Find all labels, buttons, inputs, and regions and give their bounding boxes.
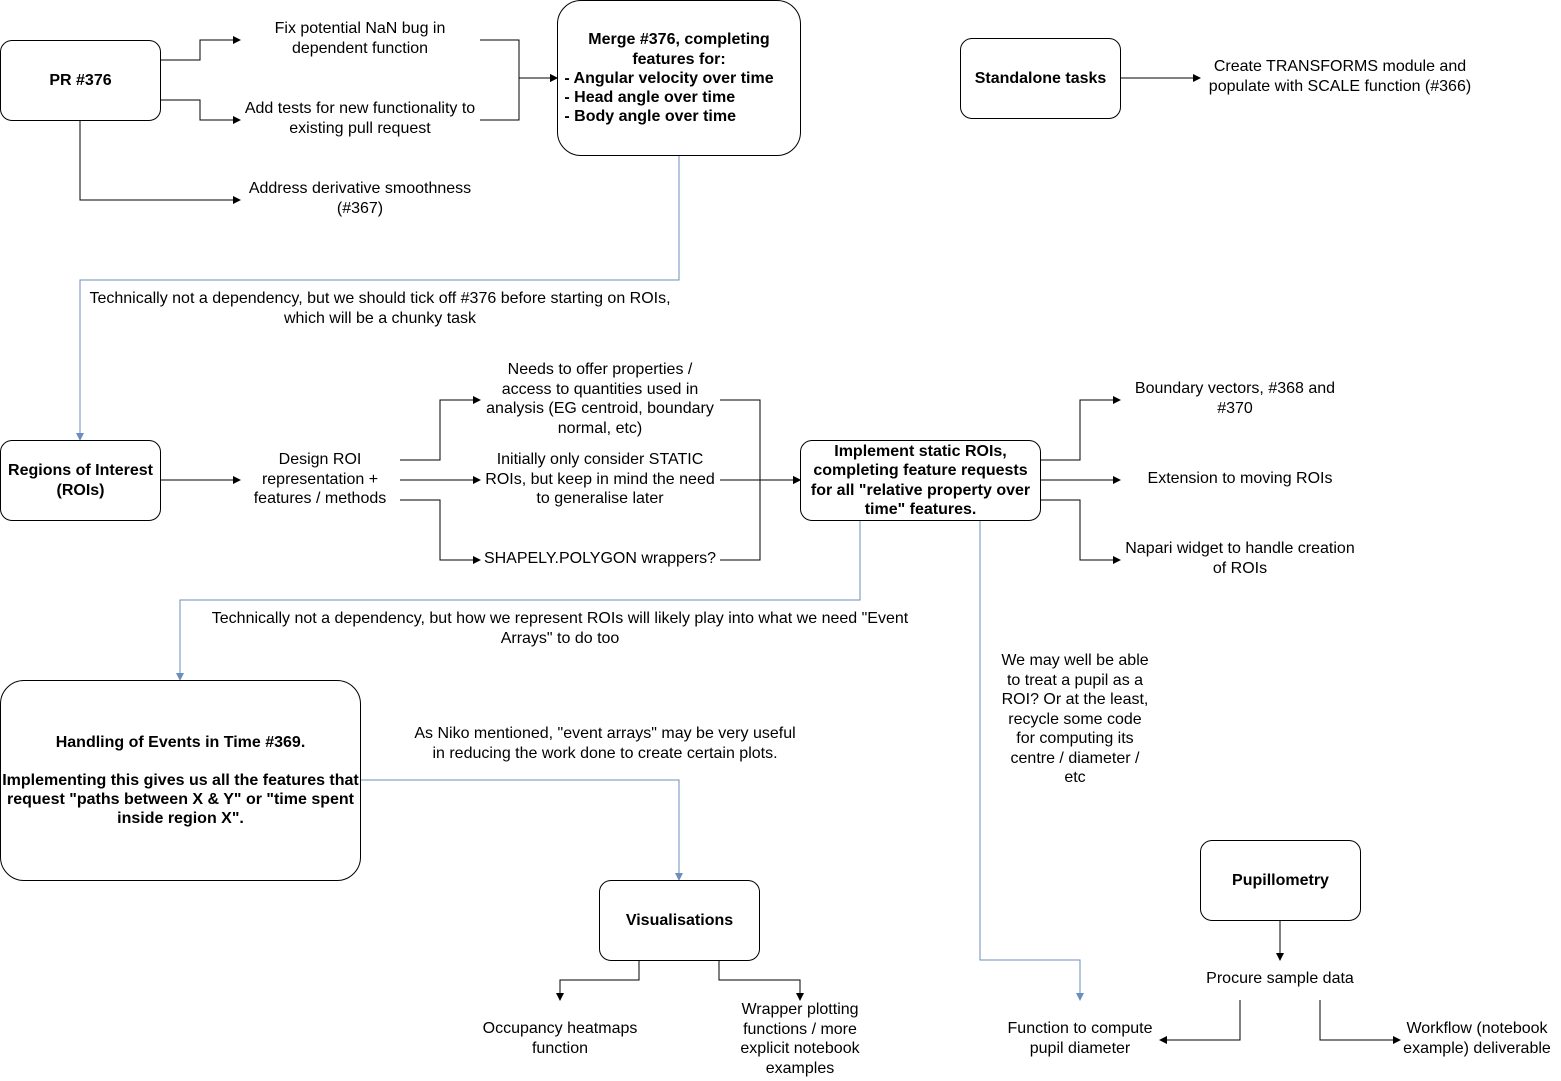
standalone-tasks-label: Standalone tasks <box>974 70 1107 87</box>
events-box: Handling of Events in Time #369. Impleme… <box>0 680 361 881</box>
edge-impl-to-pupilfunc <box>979 520 1084 1001</box>
merge-item: - Body angle over time <box>564 108 736 125</box>
note-events-dependency: Technically not a dependency, but how we… <box>211 610 909 647</box>
edge-impl-to-events <box>176 520 861 681</box>
edge-design-to-needs <box>400 396 481 461</box>
wrapper-plotting-label: Wrapper plotting functions / more explic… <box>740 1001 860 1077</box>
events-content: Handling of Events in Time #369. Impleme… <box>2 733 359 828</box>
edge-fix-to-merge <box>480 39 558 82</box>
napari-widget-label: Napari widget to handle creation of ROIs <box>1125 540 1355 577</box>
merge-item: - Head angle over time <box>564 89 736 106</box>
pr-376-box: PR #376 <box>0 40 161 121</box>
niko-note: As Niko mentioned, "event arrays" may be… <box>414 725 796 762</box>
edge-events-to-vis <box>360 779 683 881</box>
edge-pr-to-tests <box>160 99 241 124</box>
events-body: Implementing this gives us all the featu… <box>2 772 359 827</box>
pupil-diameter-function-label: Function to compute pupil diameter <box>1007 1020 1153 1057</box>
procure-sample-data-label: Procure sample data <box>1206 970 1354 987</box>
implement-static-rois-box: Implement static ROIs, completing featur… <box>800 440 1041 521</box>
edge-needs-to-impl <box>720 399 801 484</box>
edge-impl-to-napari <box>1040 499 1121 564</box>
rois-box: Regions of Interest (ROIs) <box>0 440 161 521</box>
fix-nan-label: Fix potential NaN bug in dependent funct… <box>274 20 446 57</box>
static-only-label: Initially only consider STATIC ROIs, but… <box>485 451 715 507</box>
edge-vis-to-occupancy <box>556 960 640 1001</box>
merge-item: - Angular velocity over time <box>564 70 774 87</box>
edge-procure-to-workflow <box>1319 1000 1401 1044</box>
merge-376-title: Merge #376, completing features for: <box>588 31 770 68</box>
rois-label: Regions of Interest (ROIs) <box>8 461 153 499</box>
add-tests-label: Add tests for new functionality to exist… <box>244 100 476 137</box>
design-roi-label: Design ROI representation + features / m… <box>253 451 387 507</box>
edge-impl-to-boundary <box>1040 396 1121 461</box>
edge-tests-to-merge <box>480 74 558 121</box>
moving-rois-label: Extension to moving ROIs <box>1147 470 1333 487</box>
transforms-label: Create TRANSFORMS module and populate wi… <box>1208 58 1472 95</box>
edge-merge-to-rois <box>76 155 680 441</box>
needs-properties-label: Needs to offer properties / access to qu… <box>486 361 714 437</box>
note-roi-dependency: Technically not a dependency, but we sho… <box>89 290 671 327</box>
address-derivative-label: Address derivative smoothness (#367) <box>248 180 472 217</box>
standalone-tasks-box: Standalone tasks <box>960 38 1121 119</box>
pupil-roi-note: We may well be able to treat a pupil as … <box>1001 652 1149 786</box>
visualisations-label: Visualisations <box>625 912 734 929</box>
edge-shapely-to-impl <box>720 476 801 561</box>
edge-pr-to-fix <box>160 36 241 61</box>
edge-design-to-shapely <box>400 499 481 564</box>
pr-376-label: PR #376 <box>49 72 112 89</box>
shapely-label: SHAPELY.POLYGON wrappers? <box>483 550 717 567</box>
pupillometry-label: Pupillometry <box>1232 872 1329 889</box>
edge-procure-to-func <box>1159 1000 1241 1044</box>
edge-vis-to-wrapper <box>718 960 804 1001</box>
merge-376-box: Merge #376, completing features for: - A… <box>557 0 801 156</box>
boundary-vectors-label: Boundary vectors, #368 and #370 <box>1134 380 1336 417</box>
implement-static-rois-label: Implement static ROIs, completing featur… <box>810 442 1031 519</box>
edge-pr-to-deriv <box>79 120 241 204</box>
occupancy-heatmaps-label: Occupancy heatmaps function <box>482 1020 638 1057</box>
events-title: Handling of Events in Time #369. <box>55 734 306 751</box>
visualisations-box: Visualisations <box>599 880 760 961</box>
merge-376-content: Merge #376, completing features for: - A… <box>564 30 773 126</box>
workflow-deliverable-label: Workflow (notebook example) deliverable <box>1403 1020 1551 1057</box>
pupillometry-box: Pupillometry <box>1200 840 1361 921</box>
merge-376-list: - Angular velocity over time - Head angl… <box>564 69 773 126</box>
